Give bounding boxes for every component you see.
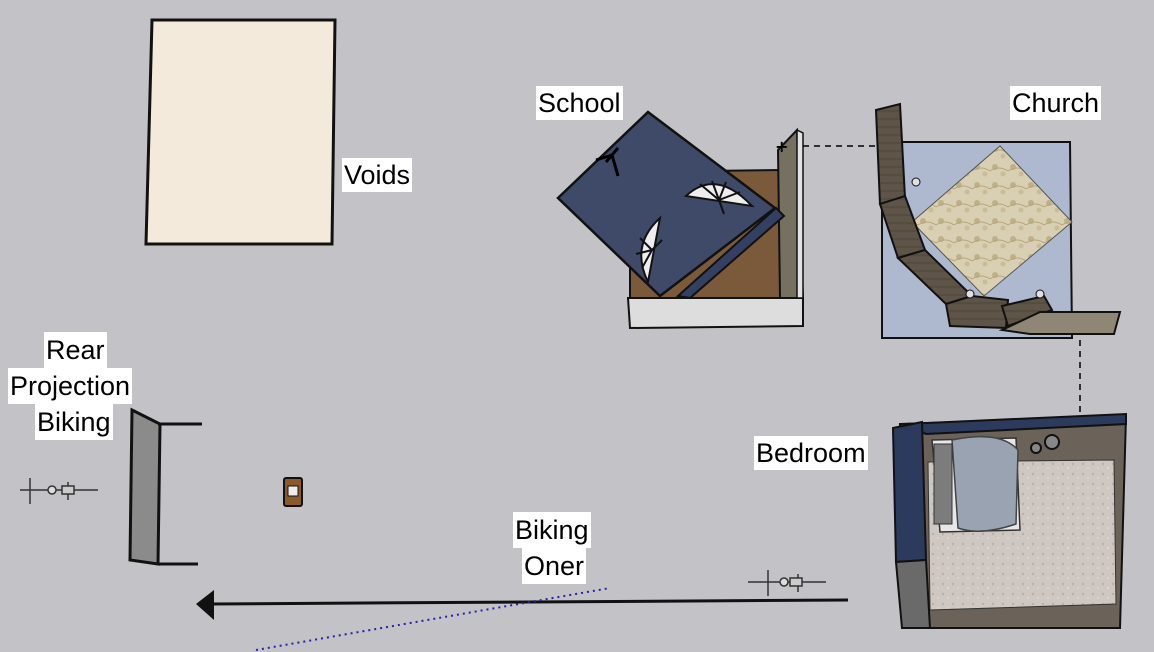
voids-label: Voids <box>342 158 413 192</box>
rear-projection-screen <box>128 407 202 566</box>
school-label: School <box>536 86 623 120</box>
bicycle-icon <box>20 478 98 504</box>
school-area: + <box>556 110 805 330</box>
svg-text:+: + <box>775 137 788 156</box>
bedroom-label: Bedroom <box>754 436 868 470</box>
tripod-icon <box>595 147 620 177</box>
umbrella-icon <box>635 215 663 286</box>
rear-projection-label-line3: Biking <box>35 404 113 440</box>
rear-projection-label-line1: Rear <box>44 332 107 368</box>
camera-icon <box>283 477 303 507</box>
umbrella-icon <box>683 180 755 215</box>
dotted-camera-path <box>255 587 611 651</box>
bicycle-icon <box>748 570 826 596</box>
voids-panel <box>144 18 337 246</box>
church-area <box>874 102 1122 339</box>
bedroom-area <box>891 412 1128 629</box>
biking-oner-label-line1: Biking <box>513 512 591 548</box>
rear-projection-label-line2: Projection <box>8 368 133 404</box>
biking-oner-label-line2: Oner <box>522 548 587 584</box>
church-label: Church <box>1010 86 1102 120</box>
arrow-left-icon <box>196 590 849 620</box>
